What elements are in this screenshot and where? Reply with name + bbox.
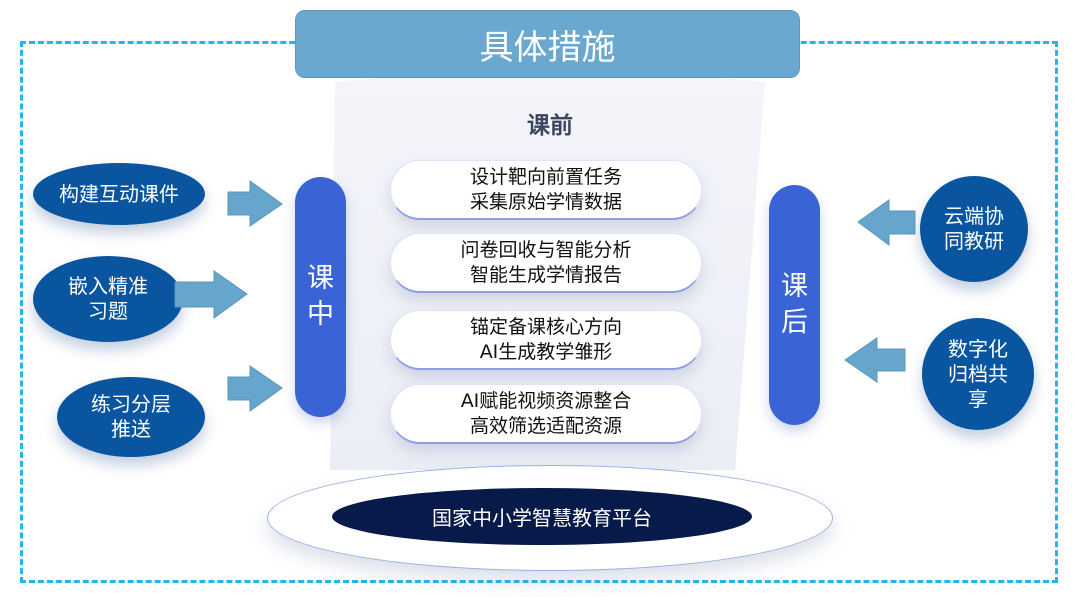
item-line: 智能生成学情报告 (469, 263, 622, 286)
oval-line: 推送 (111, 417, 151, 441)
oval-line: 构建互动课件 (59, 181, 179, 206)
item-line: 问卷回收与智能分析 (460, 238, 632, 261)
after-class-input-circle: 数字化 归档共 享 (922, 318, 1034, 430)
pre-class-item: 设计靶向前置任务 采集原始学情数据 (390, 160, 702, 220)
arrow-left-icon (844, 337, 906, 383)
pre-class-item: 问卷回收与智能分析 智能生成学情报告 (390, 233, 702, 293)
arrow-right-icon (227, 180, 283, 227)
in-class-input-oval: 嵌入精准 习题 (33, 256, 183, 342)
item-line: 锚定备课核心方向 (469, 315, 622, 338)
oval-line: 云端协 (944, 204, 1004, 228)
after-class-bar: 课 后 (769, 185, 820, 425)
in-class-bar: 课 中 (295, 177, 346, 417)
bar-char: 课 (307, 263, 334, 294)
arrow-right-icon (174, 270, 248, 319)
bar-char: 课 (781, 271, 808, 302)
platform-label: 国家中小学智慧教育平台 (332, 488, 752, 545)
platform-text: 国家中小学智慧教育平台 (432, 506, 652, 530)
oval-line: 享 (968, 386, 988, 411)
item-line: AI赋能视频资源整合 (460, 389, 632, 412)
oval-line: 数字化 (948, 336, 1008, 361)
item-line: 设计靶向前置任务 (469, 165, 622, 188)
arrow-right-icon (227, 365, 283, 412)
arrow-left-icon (857, 199, 916, 246)
oval-line: 同教研 (944, 229, 1004, 253)
oval-line: 习题 (88, 299, 128, 323)
after-class-input-circle: 云端协 同教研 (920, 176, 1028, 282)
pre-class-item: 锚定备课核心方向 AI生成教学雏形 (390, 310, 702, 370)
oval-line: 嵌入精准 (68, 274, 148, 298)
page-title: 具体措施 (295, 10, 800, 78)
title-text: 具体措施 (479, 27, 616, 68)
item-line: AI生成教学雏形 (479, 340, 613, 363)
in-class-input-oval: 构建互动课件 (33, 163, 205, 225)
oval-line: 练习分层 (91, 392, 171, 416)
oval-line: 归档共 (948, 361, 1008, 386)
bar-char: 中 (307, 299, 334, 330)
in-class-input-oval: 练习分层 推送 (57, 377, 205, 457)
item-line: 高效筛选适配资源 (469, 414, 622, 437)
pre-class-label: 课前 (527, 113, 573, 139)
item-line: 采集原始学情数据 (469, 190, 622, 213)
pre-class-item: AI赋能视频资源整合 高效筛选适配资源 (390, 384, 702, 444)
bar-char: 后 (781, 307, 808, 338)
